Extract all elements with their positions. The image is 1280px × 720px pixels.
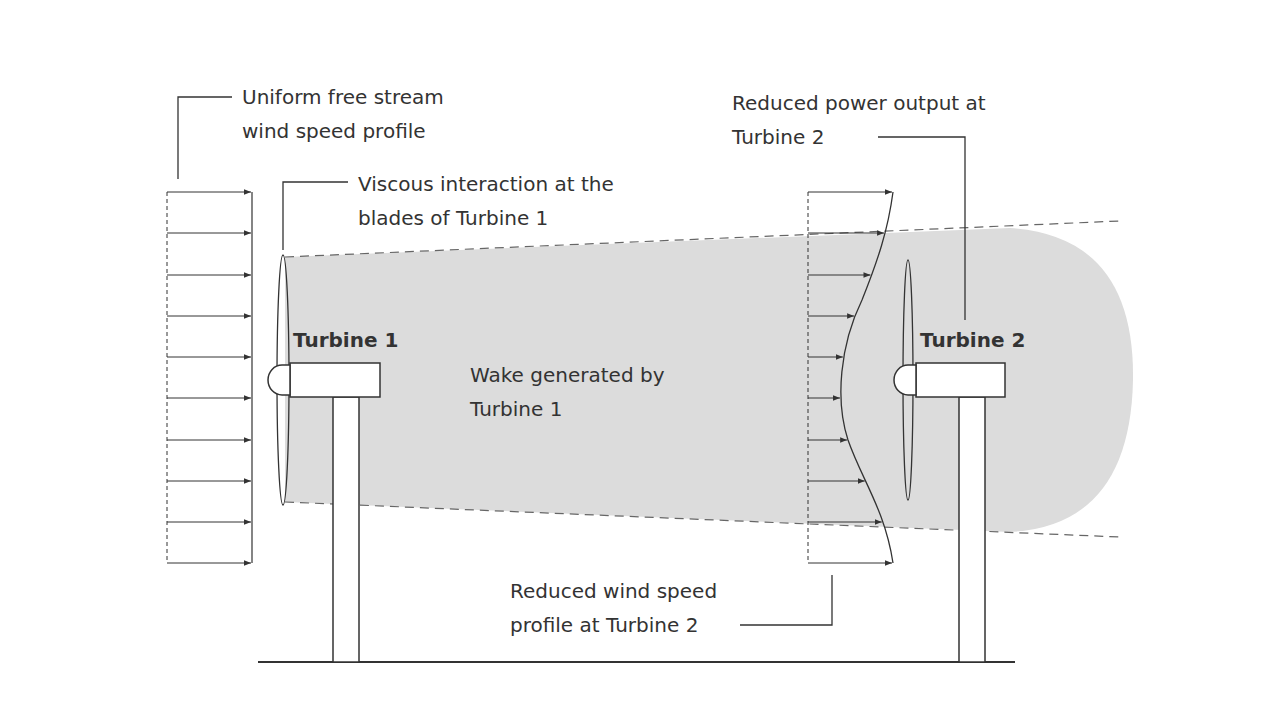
- leader-line: [283, 182, 348, 250]
- power-label: Reduced power output at Turbine 2: [732, 86, 994, 154]
- turbine-1: [268, 255, 380, 662]
- reduced-wind-profile: [808, 192, 893, 563]
- profile-label: Uniform free stream wind speed profile: [242, 80, 492, 148]
- wake-label: Wake generated by Turbine 1: [470, 358, 720, 426]
- turbine-name: Turbine 1: [293, 323, 433, 357]
- uniform-wind-profile: [167, 192, 252, 563]
- turbine-2: [894, 260, 1005, 662]
- profile-label: Reduced wind speed profile at Turbine 2: [510, 574, 755, 642]
- leader-line: [178, 97, 232, 179]
- blade-label: Viscous interaction at the blades of Tur…: [358, 167, 678, 235]
- wake-boundary: [285, 502, 1120, 537]
- leader-line: [740, 575, 832, 625]
- wake-region: [285, 228, 1133, 532]
- leader-line: [878, 137, 965, 320]
- turbine-name: Turbine 2: [920, 323, 1060, 357]
- ground-line: [258, 661, 1015, 663]
